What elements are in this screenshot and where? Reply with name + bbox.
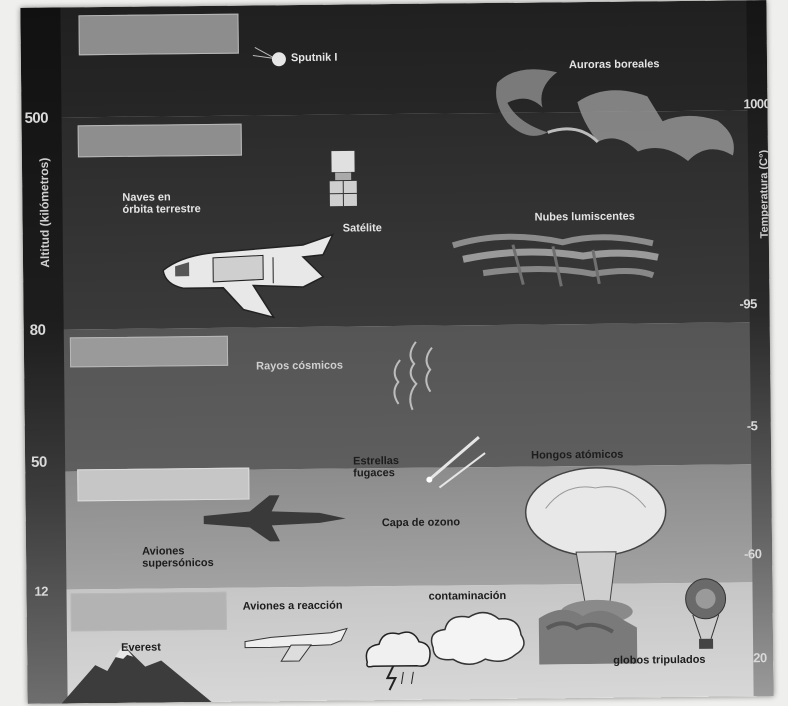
globos-label: globos tripulados: [613, 655, 705, 667]
naves-label-line2: órbita terrestre: [122, 204, 200, 216]
estrellas-label-line1: Estrellas: [353, 456, 399, 467]
spaceship-icon: [153, 217, 344, 329]
layer-name-blank-3[interactable]: [70, 336, 228, 368]
satelite-label: Satélite: [343, 223, 382, 234]
sputnik-label: Sputnik I: [291, 53, 338, 64]
cosmic-rays-icon: [376, 339, 447, 420]
pollution-cloud-icon: [423, 603, 534, 674]
layer-name-blank-1[interactable]: [78, 14, 238, 56]
altitude-tick: 12: [34, 584, 48, 599]
atmosphere-diagram: Altitud (kilómetros) Temperatura (C°) 50…: [20, 0, 773, 704]
hongos-label: Hongos atómicos: [531, 450, 623, 462]
altitude-tick: 500: [24, 110, 48, 127]
clouds-icon: [443, 223, 664, 295]
aviones-supersonicos-line2: supersónicos: [142, 558, 214, 570]
contaminacion-label: contaminación: [429, 591, 507, 603]
temperature-tick: 20: [753, 650, 767, 665]
aviones-reaccion-label: Aviones a reacción: [243, 601, 343, 613]
sputnik-icon: [251, 45, 291, 75]
estrellas-label-line2: fugaces: [353, 468, 395, 479]
rayos-label: Rayos cósmicos: [256, 361, 343, 373]
temperature-tick: -5: [747, 418, 758, 433]
layer-name-blank-2[interactable]: [78, 124, 242, 158]
aviones-supersonicos-line1: Aviones: [142, 546, 185, 557]
altitude-tick: 50: [31, 454, 47, 471]
aurora-icon: [487, 60, 750, 173]
balloon-icon: [680, 575, 731, 656]
capa-label: Capa de ozono: [382, 517, 460, 529]
temperature-tick: -60: [744, 546, 761, 561]
altitude-tick: 80: [30, 322, 46, 339]
altitude-axis-title: Altitud (kilómetros): [37, 143, 52, 283]
satellite-icon: [325, 146, 364, 216]
everest-label: Everest: [121, 642, 161, 653]
layer-name-blank-5[interactable]: [71, 592, 227, 632]
naves-label-line1: Naves en: [122, 192, 170, 204]
nubes-label: Nubes lumiscentes: [535, 212, 635, 224]
temperature-tick: -95: [739, 296, 756, 311]
airplane-icon: [241, 614, 351, 663]
shooting-stars-icon: [419, 433, 490, 494]
fighter-jet-icon: [199, 493, 350, 545]
